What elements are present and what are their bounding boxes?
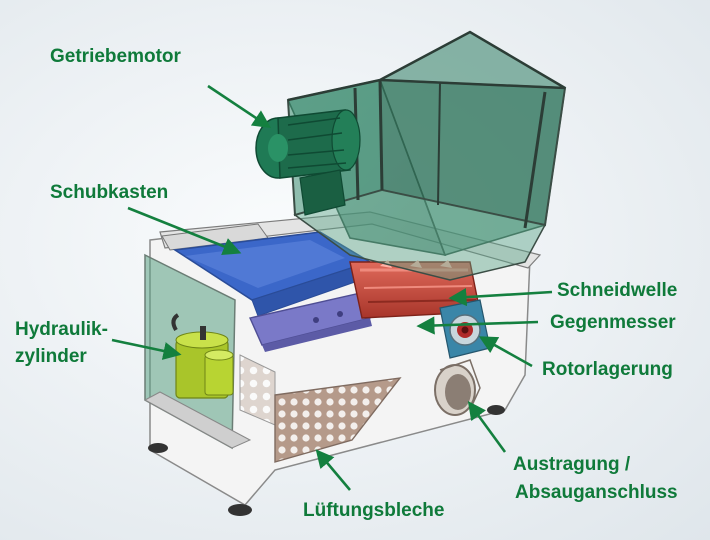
hydraulic-unit [171,313,234,399]
arrow-hydraulik [111,338,182,360]
arrow-austragung [467,401,507,453]
arrow-getriebemotor [207,84,272,129]
label-lueftungsbleche: Lüftungsbleche [303,500,445,521]
ventilation-panel-front [274,377,402,463]
label-rotorlagerung: Rotorlagerung [542,359,673,380]
leader-arrows [111,84,553,491]
arrow-gegenmesser [416,316,539,335]
label-austragung-line2: Absauganschluss [515,482,678,503]
gear-motor [255,109,361,216]
arrow-rotorlagerung [478,336,533,368]
label-gegenmesser: Gegenmesser [550,312,676,333]
label-schubkasten: Schubkasten [50,182,169,203]
arrow-schneidwelle [448,288,553,307]
arrow-lueftungsbleche [315,449,351,491]
label-hydraulik-line2: zylinder [15,346,87,367]
label-getriebemotor: Getriebemotor [50,46,181,67]
label-austragung-line1: Austragung / [513,454,631,475]
discharge-port [434,359,481,416]
label-hydraulik-line1: Hydraulik- [15,319,108,340]
label-schneidwelle: Schneidwelle [557,280,678,301]
arrow-schubkasten [127,206,242,256]
